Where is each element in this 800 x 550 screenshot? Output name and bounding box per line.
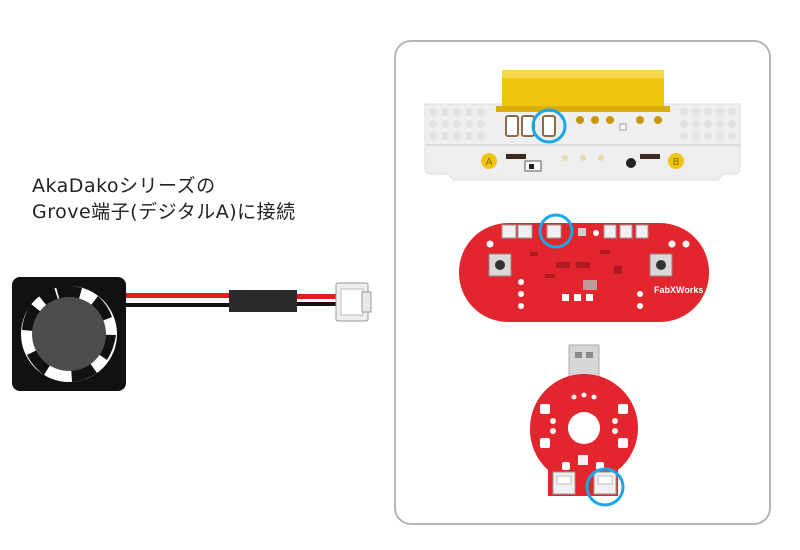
fan-module [12, 277, 372, 391]
fabxworks-brand-label: FabXWorks [654, 285, 703, 295]
akadako-button-left [488, 253, 512, 277]
round-board-pads [540, 404, 628, 470]
akadako-grove-ports [501, 224, 649, 239]
center-hole [568, 412, 600, 444]
studuino-yellow-connector [496, 70, 670, 112]
heat-shrink-sleeve [229, 290, 297, 312]
connection-caption: AkaDakoシリーズの Grove端子(デジタルA)に接続 [32, 173, 296, 225]
port-a-marker: A [481, 153, 497, 169]
studuino-grove-ports [505, 115, 556, 137]
port-b-marker: B [668, 153, 684, 169]
akadako-board: FabXWorks [459, 213, 709, 322]
round-board-grove-ports [552, 471, 617, 495]
port-a-label: A [486, 157, 493, 168]
highlight-circle-icon [585, 467, 625, 507]
caption-line-2: Grove端子(デジタルA)に接続 [32, 201, 296, 223]
caption-line-1: AkaDakoシリーズの [32, 175, 216, 197]
round-board [529, 344, 639, 507]
akadako-pads [486, 230, 690, 309]
akadako-button-right [649, 253, 673, 277]
port-b-label: B [673, 157, 680, 168]
highlight-circle-icon [538, 213, 574, 249]
studuino-pin-pads [576, 116, 662, 124]
grove-plug [335, 282, 372, 322]
cooling-fan-icon [12, 277, 126, 391]
fan-cable [125, 290, 338, 312]
studuino-board: A B [424, 70, 741, 181]
highlight-circle-icon [531, 108, 567, 144]
